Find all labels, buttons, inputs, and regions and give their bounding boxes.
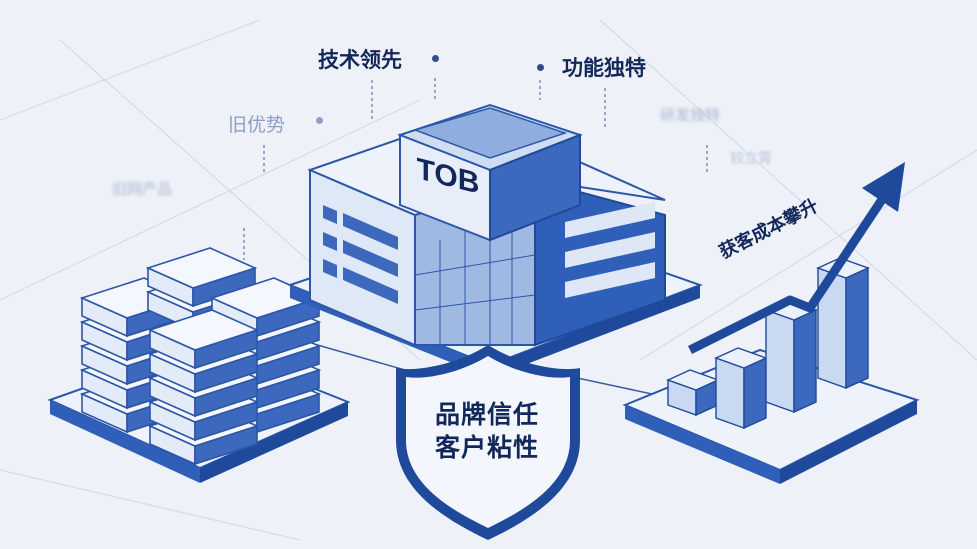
server-stacks bbox=[79, 247, 322, 466]
growth-bars bbox=[666, 257, 870, 430]
bar-block bbox=[666, 369, 720, 417]
stack-slab bbox=[147, 309, 260, 370]
label-old-advantage: 旧优势 bbox=[228, 114, 286, 136]
unique-function-dot bbox=[537, 64, 544, 71]
bar-block bbox=[714, 347, 768, 430]
stack-slab bbox=[145, 247, 258, 308]
label-blur-right-2: 较立霄 bbox=[730, 151, 772, 167]
label-old-product: 旧网产品 bbox=[112, 180, 173, 198]
old-advantage-dot bbox=[316, 117, 323, 124]
tob-building bbox=[307, 103, 666, 347]
label-connectors bbox=[243, 78, 708, 260]
background-lines bbox=[0, 19, 977, 541]
bar-block bbox=[764, 299, 818, 414]
label-unique-function: 功能独特 bbox=[562, 56, 646, 80]
shield-line-2: 客户粘性 bbox=[434, 433, 539, 462]
tech-lead-dot bbox=[432, 55, 439, 62]
label-tech-lead: 技术领先 bbox=[318, 48, 402, 72]
label-blur-right-1: 研发独特 bbox=[660, 106, 721, 124]
shield-line-1: 品牌信任 bbox=[434, 400, 539, 429]
shield bbox=[396, 345, 580, 540]
bar-block bbox=[816, 257, 870, 390]
trend-arrow bbox=[687, 162, 905, 355]
